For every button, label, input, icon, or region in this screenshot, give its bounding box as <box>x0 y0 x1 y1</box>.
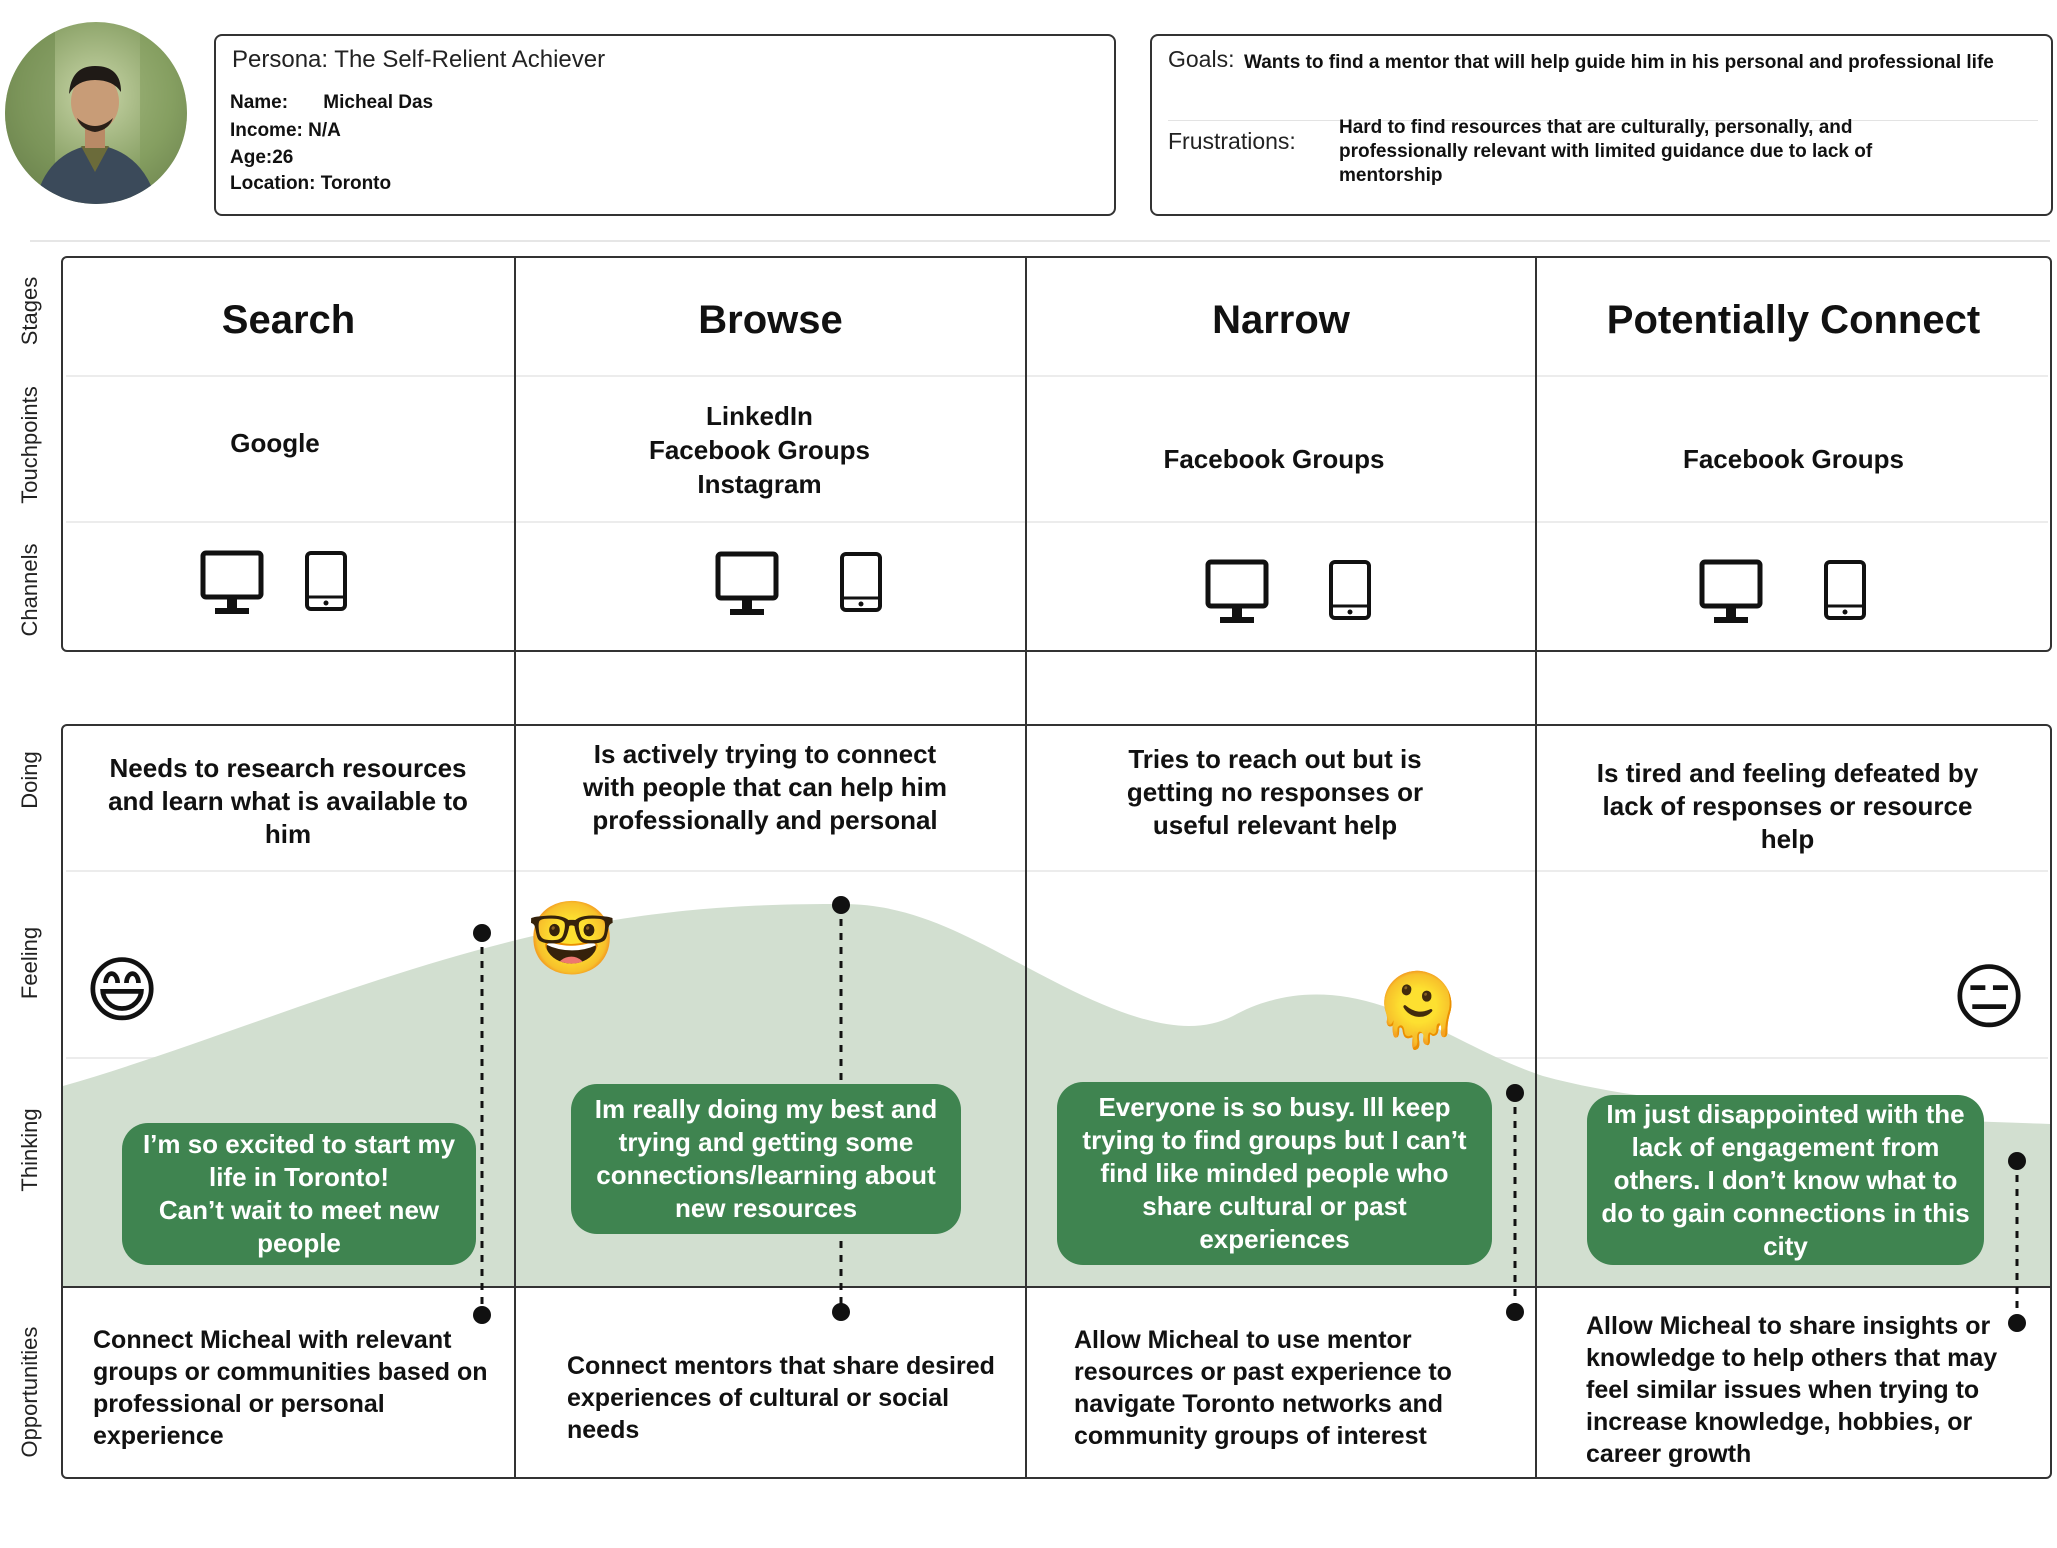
column-divider-3 <box>1535 256 1537 1479</box>
touchpoint-item: Facebook Groups <box>1163 444 1385 474</box>
persona-age: Age:26 <box>230 147 294 168</box>
grinning-face-icon: 😄 <box>84 951 160 1031</box>
touchpoint-narrow: Facebook Groups <box>1027 442 1521 476</box>
thought-bubble-narrow: Everyone is so busy. Ill keep trying to … <box>1057 1082 1492 1265</box>
touchpoint-item: Facebook Groups <box>1682 444 1905 474</box>
opportunity-potentially-connect: Allow Micheal to share insights or knowl… <box>1586 1312 1998 1468</box>
touchpoint-item: Google <box>230 428 320 458</box>
persona-name: Name: Micheal Das <box>230 92 433 114</box>
opportunity-narrow: Allow Micheal to use mentor resources or… <box>1074 1326 1452 1450</box>
doing-potentially-connect: Is tired and feeling defeated by lack of… <box>1596 758 1979 854</box>
doing-narrow: Tries to reach out but is getting no res… <box>1126 744 1424 840</box>
thinking-divider <box>61 1286 2052 1288</box>
persona-name-value: Micheal Das <box>323 92 434 113</box>
stage-title-search: Search <box>221 298 356 342</box>
thought-bubble-potentially-connect: Im just disappointed with the lack of en… <box>1587 1095 1984 1265</box>
tablet-icon <box>305 551 347 611</box>
desktop-icon <box>1699 559 1763 623</box>
goals-label: Goals: <box>1168 46 1235 72</box>
opportunity-browse: Connect mentors that share desired exper… <box>567 1352 995 1444</box>
persona-location: Location: Toronto <box>230 173 392 194</box>
tablet-icon <box>1329 560 1371 620</box>
touchpoint-item: LinkedIn <box>706 401 813 431</box>
frustrations-text: Hard to find resources that are cultural… <box>1339 117 1873 186</box>
persona-card: Persona: The Self-Relient Achiever Name:… <box>214 34 1116 216</box>
touchpoint-potentially-connect: Facebook Groups <box>1537 442 2050 476</box>
persona-name-key: Name: <box>230 92 289 113</box>
column-divider-1 <box>514 256 516 1479</box>
thought-bubble-browse: Im really doing my best and trying and g… <box>571 1084 961 1234</box>
expressionless-face-icon: 😑 <box>1951 958 2027 1038</box>
touchpoint-search: Google <box>63 426 487 460</box>
column-divider-2 <box>1025 256 1027 1479</box>
touchpoints-divider <box>66 521 2048 523</box>
frustrations-label: Frustrations: <box>1168 128 1296 154</box>
header-divider <box>30 240 2050 242</box>
channel-icon-set <box>200 550 1866 623</box>
emotion-curve <box>63 904 2050 1286</box>
desktop-icon <box>200 550 264 614</box>
stage-title-browse: Browse <box>698 298 843 342</box>
persona-income: Income: N/A <box>230 120 341 141</box>
touchpoint-item: Instagram <box>697 469 822 499</box>
doing-search: Needs to research resources and learn wh… <box>108 753 468 849</box>
persona-avatar <box>5 22 187 204</box>
opportunity-search: Connect Micheal with relevant groups or … <box>93 1326 488 1450</box>
persona-title: Persona: The Self-Relient Achiever <box>232 46 606 73</box>
desktop-icon <box>715 551 779 615</box>
desktop-icon <box>1205 559 1269 623</box>
stages-box <box>61 256 2052 652</box>
touchpoint-item: Facebook Groups <box>648 435 871 465</box>
goals-divider <box>1168 120 2038 121</box>
doing-divider <box>66 870 2048 872</box>
tablet-icon <box>840 552 882 612</box>
touchpoint-browse: LinkedIn Facebook Groups Instagram <box>516 399 1003 501</box>
stage-title-narrow: Narrow <box>1212 298 1350 342</box>
doing-browse: Is actively trying to connect with peopl… <box>582 739 948 835</box>
melting-face-icon: 🫠 <box>1373 971 1463 1051</box>
tablet-icon <box>1824 560 1866 620</box>
goals-frustrations-card: Goals: Wants to find a mentor that will … <box>1150 34 2053 216</box>
goals-text: Wants to find a mentor that will help gu… <box>1244 52 1994 73</box>
thought-bubble-search: I’m so excited to start my life in Toron… <box>122 1123 476 1265</box>
journey-box <box>61 724 2052 1479</box>
stage-title-potentially-connect: Potentially Connect <box>1606 298 1981 342</box>
stages-divider <box>66 375 2048 377</box>
nerd-face-icon: 🤓 <box>527 899 617 979</box>
